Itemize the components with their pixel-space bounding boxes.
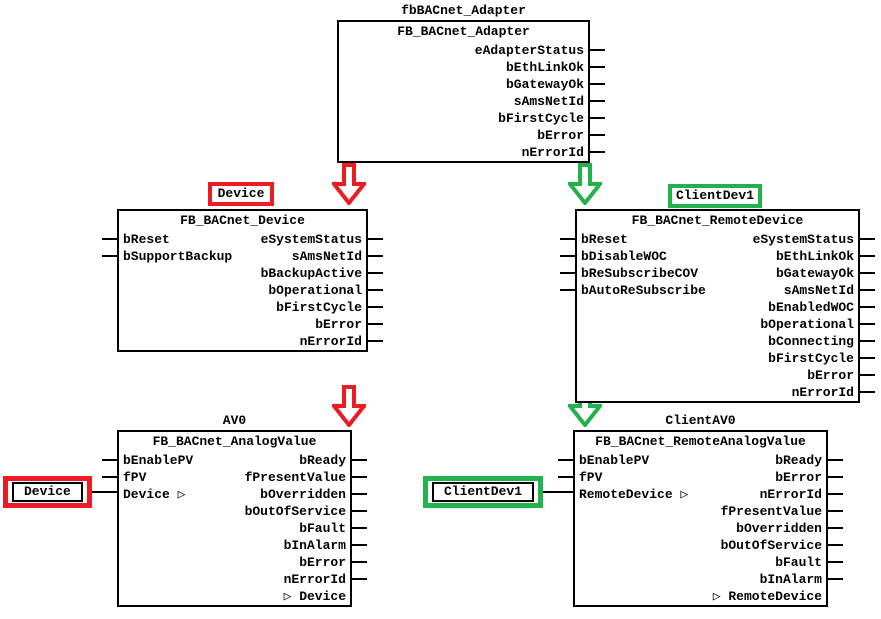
fb-bacnet-remote-analog-value-block: FB_BACnet_RemoteAnalogValue bReady bErro… <box>558 430 843 607</box>
device-ref-annotation-text: Device <box>12 482 83 502</box>
remote-device-input-pin: bAutoReSubscribe <box>560 282 858 299</box>
adapter-output-pin: sAmsNetId <box>339 93 605 110</box>
analog-value-output-pin: bError <box>119 554 367 571</box>
green-down-arrow-icon <box>568 163 602 205</box>
remote-device-output-pin: bError <box>577 367 875 384</box>
device-output-pin: sAmsNetId <box>119 248 383 265</box>
analog-value-output-pin: bFault <box>119 520 367 537</box>
analog-value-output-pin: bOutOfService <box>119 503 367 520</box>
device-output-pin: eSystemStatus <box>119 231 383 248</box>
remote-device-annotation-label: ClientDev1 <box>668 184 762 208</box>
device-output-pin: bOperational <box>119 282 383 299</box>
remote-analog-value-type-header: FB_BACnet_RemoteAnalogValue <box>595 434 806 449</box>
remote-analog-value-output-pin: nErrorId <box>575 486 843 503</box>
remote-analog-value-input-pin: fPV <box>558 469 826 486</box>
fb-bacnet-adapter-block: FB_BACnet_Adapter eAdapterStatus bEthLin… <box>337 20 605 163</box>
remote-analog-value-input-pin: bEnablePV <box>558 452 826 469</box>
remote-device-input-pin: bDisableWOC <box>560 248 858 265</box>
analog-value-device-ref-pin: Device ▷ <box>123 487 186 502</box>
remote-analog-value-output-pin: bInAlarm <box>575 571 843 588</box>
remote-device-input-pin: bReset <box>560 231 858 248</box>
analog-value-input-pin: bEnablePV <box>102 452 350 469</box>
analog-value-input-pin: fPV <box>102 469 350 486</box>
device-type-header: FB_BACnet_Device <box>180 213 305 228</box>
adapter-output-pin: bGatewayOk <box>339 76 605 93</box>
remote-analog-value-output-pin: fPresentValue <box>575 503 843 520</box>
analog-value-instance-name: AV0 <box>222 413 247 428</box>
remote-analog-value-output-pin: bReady <box>575 452 843 469</box>
client-dev-ref-wire <box>543 491 575 493</box>
remote-device-output-pin: bEnabledWOC <box>577 299 875 316</box>
fb-bacnet-remote-device-block: FB_BACnet_RemoteDevice eSystemStatus bEt… <box>560 209 875 403</box>
fb-bacnet-device-block: FB_BACnet_Device eSystemStatus sAmsNetId… <box>102 209 383 352</box>
remote-device-output-pin: eSystemStatus <box>577 231 875 248</box>
remote-device-output-pin: bGatewayOk <box>577 265 875 282</box>
analog-value-output-pin: bInAlarm <box>119 537 367 554</box>
remote-device-type-header: FB_BACnet_RemoteDevice <box>631 213 804 228</box>
analog-value-output-pin: nErrorId <box>119 571 367 588</box>
remote-analog-value-output-pin: bOutOfService <box>575 537 843 554</box>
device-ref-wire <box>88 491 119 493</box>
remote-device-output-pin: bConnecting <box>577 333 875 350</box>
adapter-instance-name: fbBACnet_Adapter <box>401 3 526 18</box>
remote-analog-value-instance-name: ClientAV0 <box>665 413 736 428</box>
analog-value-output-pin: bOverridden <box>119 486 367 503</box>
remote-device-output-pin: bEthLinkOk <box>577 248 875 265</box>
remote-analog-value-passthrough-pin: ▷ RemoteDevice <box>712 589 822 604</box>
adapter-output-pin: bError <box>339 127 605 144</box>
remote-analog-value-device-ref-pin: RemoteDevice ▷ <box>579 487 689 502</box>
analog-value-output-pin: fPresentValue <box>119 469 367 486</box>
analog-value-type-header: FB_BACnet_AnalogValue <box>152 434 317 449</box>
device-output-pin: bFirstCycle <box>119 299 383 316</box>
remote-device-output-pin: sAmsNetId <box>577 282 875 299</box>
adapter-output-pin: bFirstCycle <box>339 110 605 127</box>
analog-value-output-pin: bReady <box>119 452 367 469</box>
red-down-arrow-icon <box>332 385 366 427</box>
device-annotation-label: Device <box>208 182 274 206</box>
adapter-output-pin: eAdapterStatus <box>339 42 605 59</box>
client-dev-ref-annotation-box: ClientDev1 <box>423 476 544 508</box>
device-output-pin: bBackupActive <box>119 265 383 282</box>
remote-analog-value-output-pin: bOverridden <box>575 520 843 537</box>
analog-value-passthrough-pin: ▷ Device <box>283 589 346 604</box>
remote-analog-value-output-pin: bError <box>575 469 843 486</box>
remote-device-input-pin: bReSubscribeCOV <box>560 265 858 282</box>
remote-analog-value-output-pin: bFault <box>575 554 843 571</box>
adapter-output-pin: bEthLinkOk <box>339 59 605 76</box>
device-output-pin: bError <box>119 316 383 333</box>
adapter-output-pin: nErrorId <box>339 144 605 161</box>
device-ref-annotation-box: Device <box>3 476 92 508</box>
client-dev-ref-annotation-text: ClientDev1 <box>432 482 535 502</box>
device-input-pin: bSupportBackup <box>102 248 366 265</box>
remote-device-output-pin: bOperational <box>577 316 875 333</box>
red-down-arrow-icon <box>332 163 366 205</box>
device-input-pin: bReset <box>102 231 366 248</box>
fb-bacnet-analog-value-block: FB_BACnet_AnalogValue bReady fPresentVal… <box>102 430 367 607</box>
device-output-pin: nErrorId <box>119 333 383 350</box>
remote-device-output-pin: nErrorId <box>577 384 875 401</box>
remote-device-output-pin: bFirstCycle <box>577 350 875 367</box>
adapter-type-header: FB_BACnet_Adapter <box>397 24 530 39</box>
